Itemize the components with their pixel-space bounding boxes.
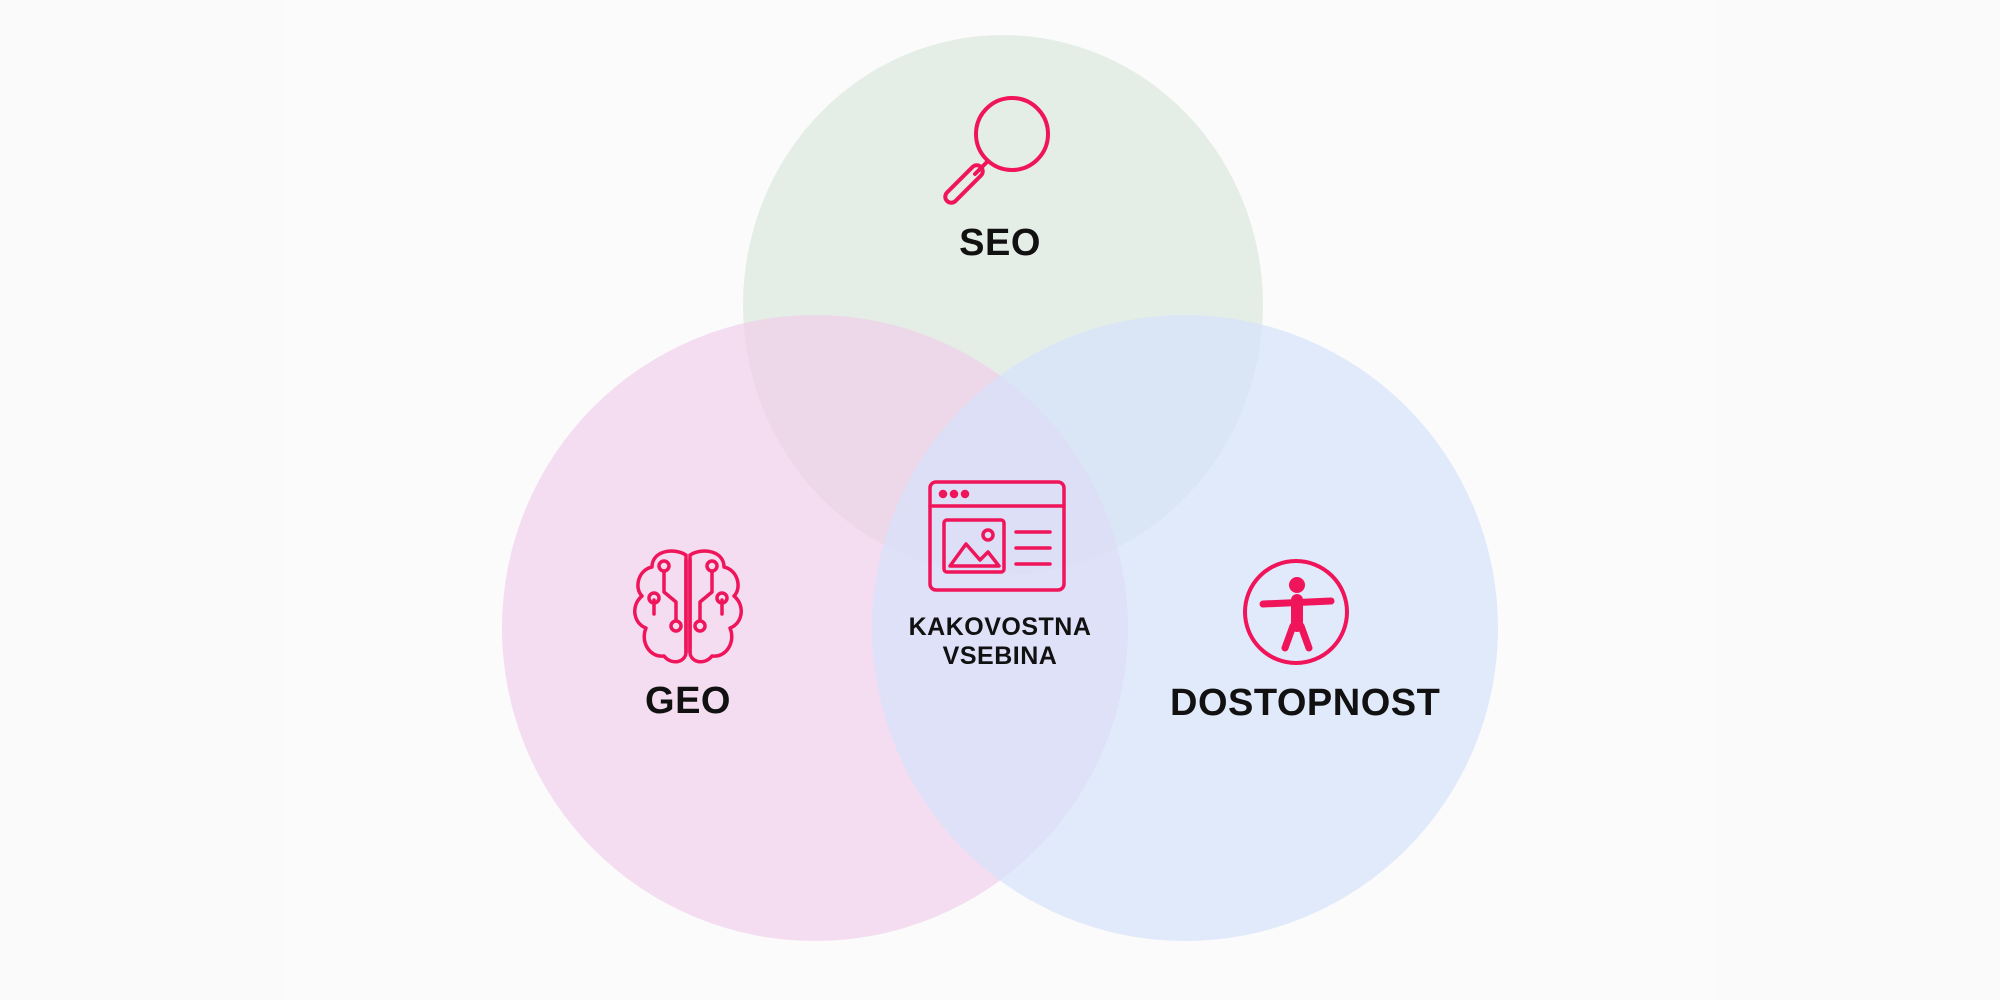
- label-center-line2: VSEBINA: [942, 642, 1058, 670]
- brain-circuit-icon: [633, 549, 743, 664]
- accessibility-icon: [1243, 559, 1349, 665]
- web-content-icon: [928, 480, 1066, 592]
- label-kakovostna-vsebina: KAKOVOSTNA VSEBINA: [885, 613, 1115, 671]
- magnifier-icon: [943, 96, 1050, 205]
- circle-dostopnost: [872, 315, 1498, 941]
- label-center-line1: KAKOVOSTNA: [908, 613, 1092, 641]
- label-dostopnost: DOSTOPNOST: [1170, 682, 1441, 724]
- label-geo: GEO: [645, 680, 731, 722]
- label-seo: SEO: [959, 222, 1041, 264]
